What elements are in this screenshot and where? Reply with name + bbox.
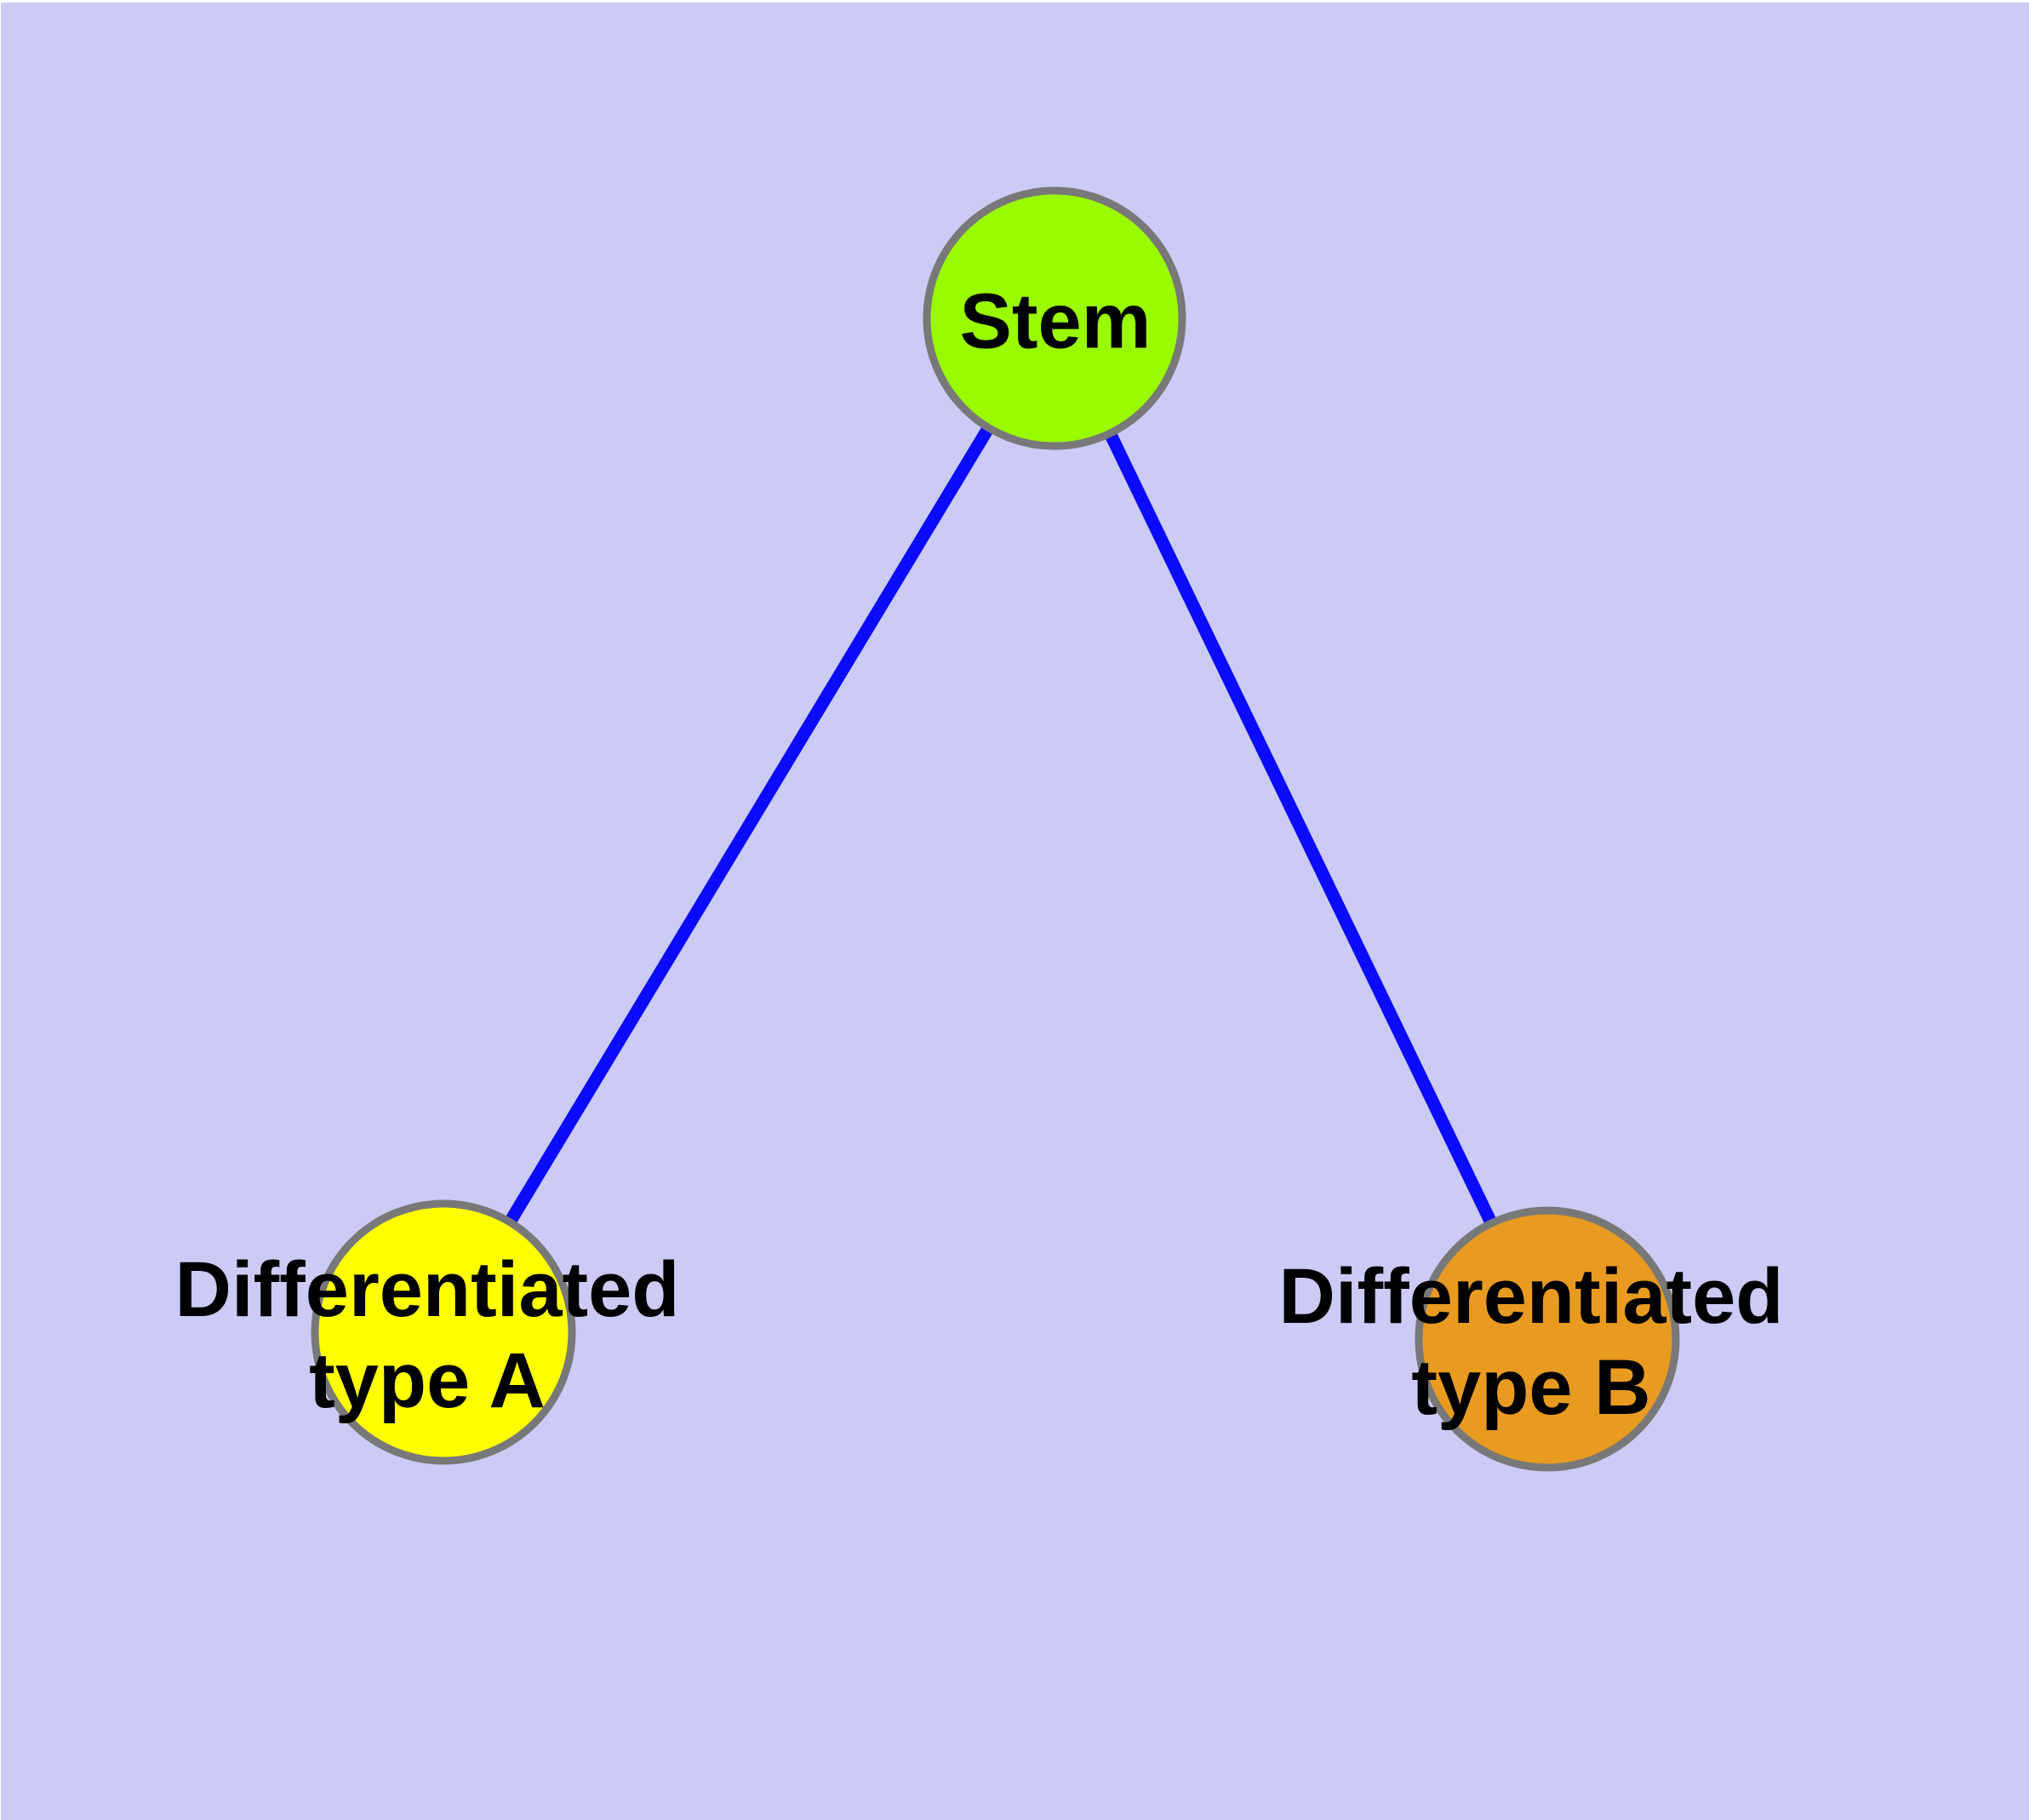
node-label-type-b: Differentiated type B	[1279, 1251, 1784, 1434]
node-label-type-b-line-1: Differentiated	[1278, 1253, 1784, 1340]
node-type-a-circle	[311, 1199, 576, 1465]
node-label-type-a-line-2: type A	[309, 1337, 546, 1424]
edge-stem-to-type-b	[1049, 315, 1553, 1342]
node-type-b-circle	[1415, 1206, 1680, 1472]
node-label-type-a: Differentiated type A	[175, 1245, 680, 1427]
node-label-stem: Stem	[960, 277, 1152, 368]
edge-stem-to-type-a	[437, 315, 1060, 1336]
node-stem-circle	[923, 186, 1186, 450]
node-label-type-a-line-1: Differentiated	[174, 1246, 680, 1333]
node-label-stem-line: Stem	[959, 278, 1152, 365]
node-label-type-b-line-2: type B	[1411, 1344, 1651, 1431]
